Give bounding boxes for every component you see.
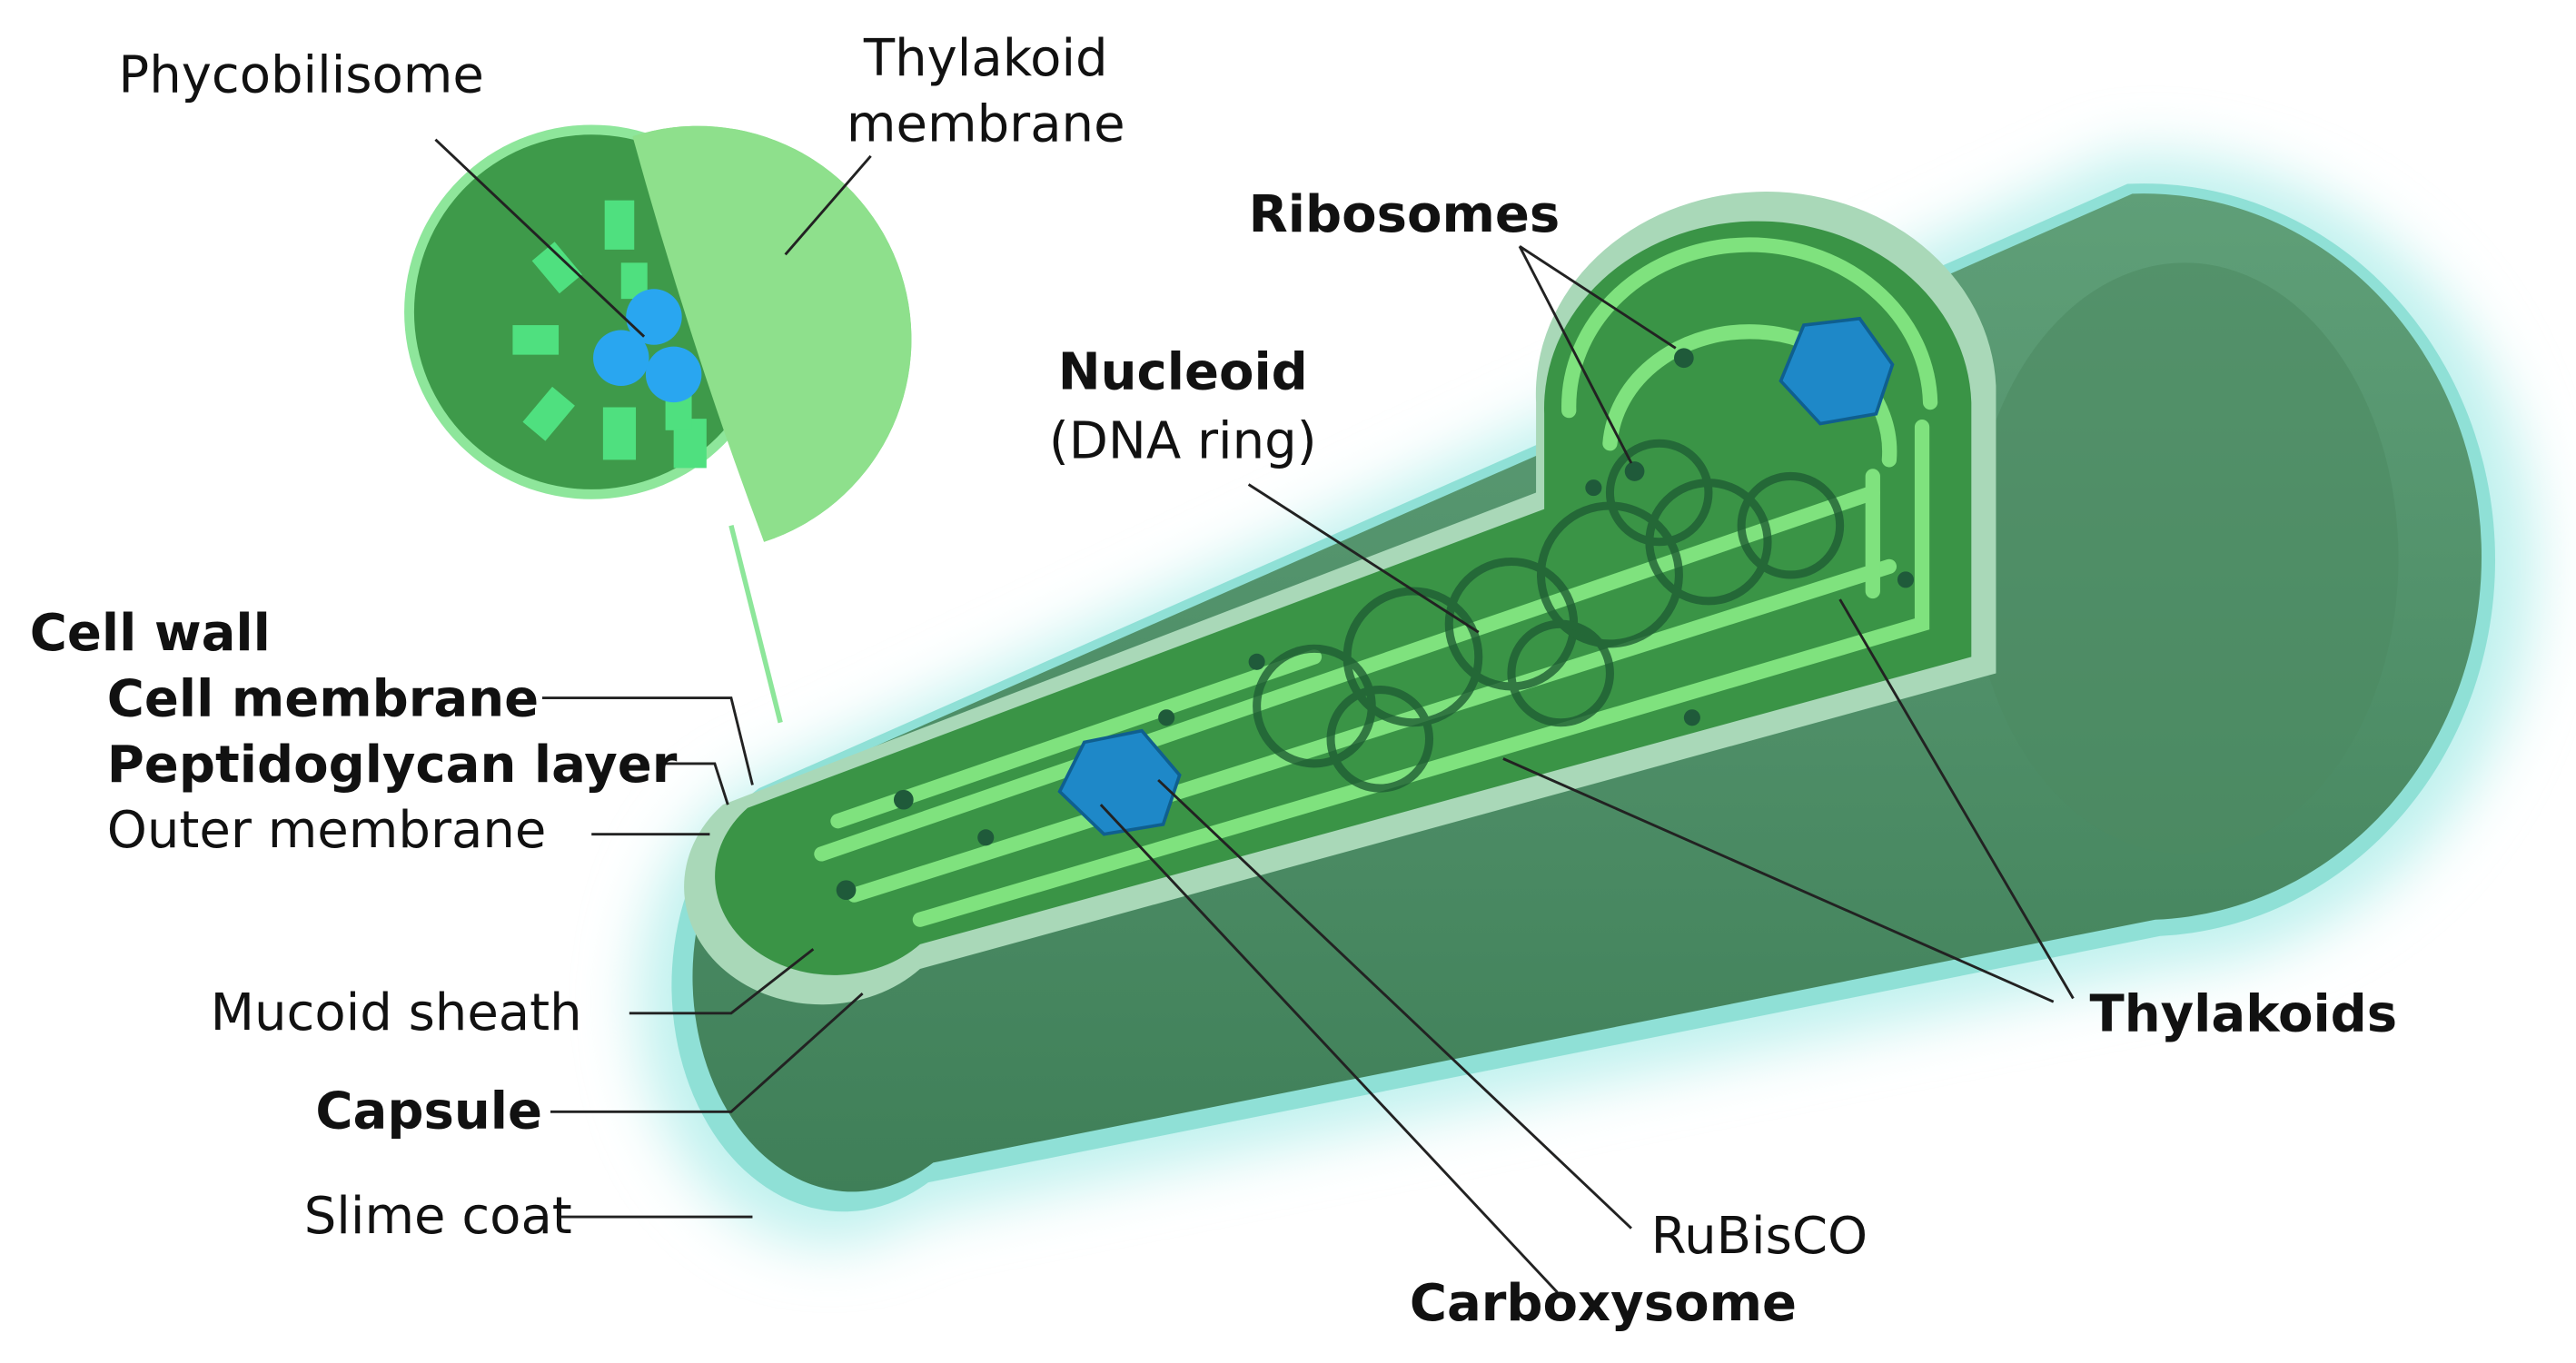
label-phycobilisome: Phycobilisome — [118, 45, 483, 104]
nucleoid-dna — [1253, 439, 1845, 793]
body-shading — [1971, 262, 2399, 854]
label-peptidoglycan-layer: Peptidoglycan layer — [107, 736, 678, 795]
label-ribosomes: Ribosomes — [1249, 185, 1560, 244]
label-dna-ring: (DNA ring) — [1049, 412, 1317, 471]
label-capsule: Capsule — [315, 1082, 542, 1141]
label-cell-wall: Cell wall — [30, 604, 271, 663]
ribosomes — [836, 348, 1915, 901]
label-mucoid-sheath: Mucoid sheath — [211, 983, 582, 1042]
phycobilisome-inset — [404, 124, 912, 542]
label-thylakoid-membrane-2: membrane — [847, 95, 1125, 154]
label-rubisco: RuBisCO — [1651, 1207, 1868, 1266]
label-carboxysome: Carboxysome — [1410, 1274, 1797, 1333]
carboxysome-2 — [1778, 316, 1895, 426]
label-slime-coat: Slime coat — [304, 1187, 572, 1246]
carboxysome — [1057, 728, 1182, 836]
leader-lines — [434, 138, 2075, 1294]
label-nucleoid: Nucleoid — [1058, 343, 1308, 402]
label-cell-membrane: Cell membrane — [107, 669, 539, 728]
inset-connector — [728, 525, 783, 724]
label-thylakoid-membrane-1: Thylakoid — [863, 29, 1108, 88]
label-outer-membrane: Outer membrane — [107, 801, 547, 860]
label-thylakoids: Thylakoids — [2090, 985, 2398, 1044]
